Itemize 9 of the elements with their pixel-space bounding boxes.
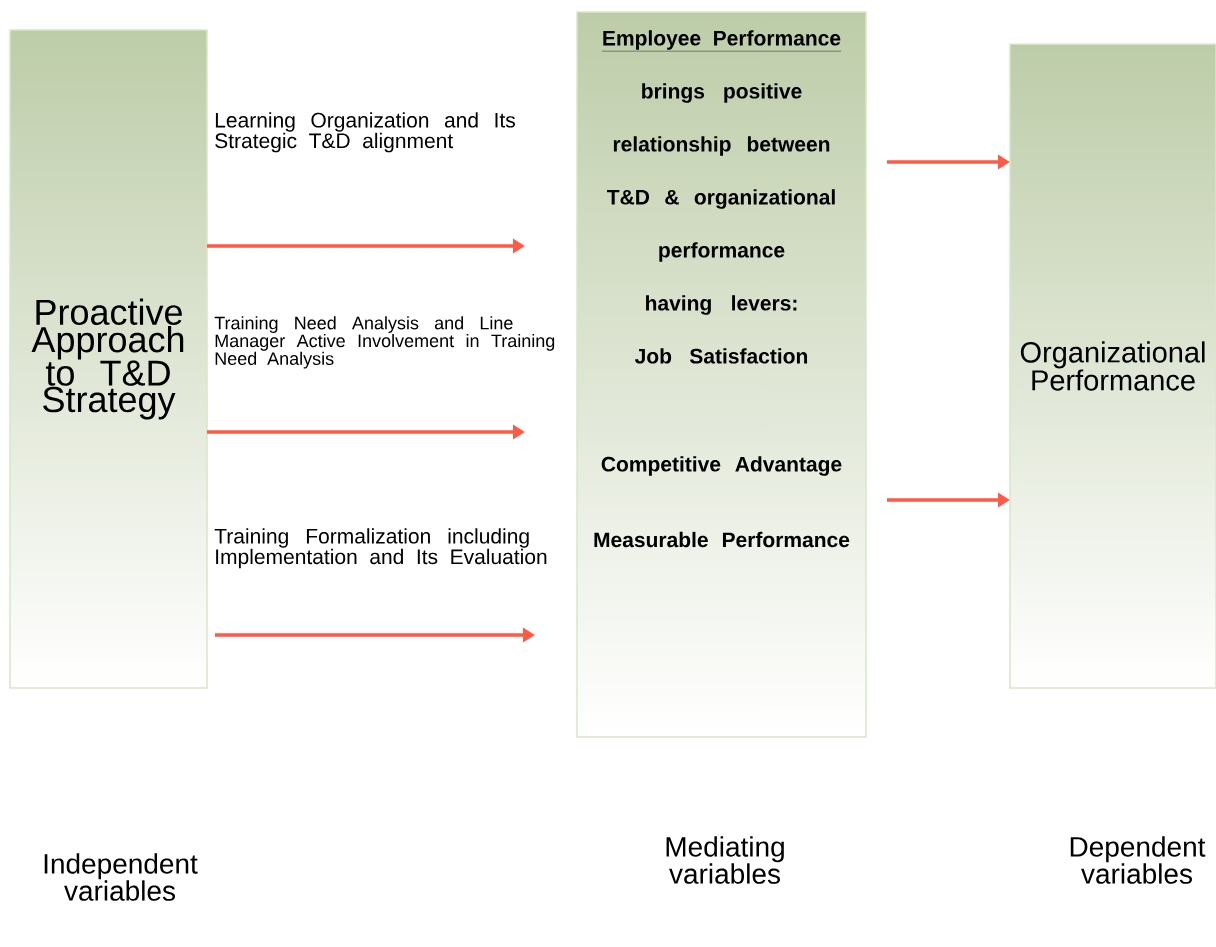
axis-caption: Mediating variables [666,836,784,884]
edge-label: Training Need Analysis and Line Manager Active Involvement in Training Need Analysis [214,316,555,369]
axis-caption: Independent variables [44,853,198,901]
edge-label: Learning Organization and Its Strategic T&D alignment [215,112,515,153]
variable-box: Proactive Approach to T&D Strategy [9,29,208,689]
variable-box: Organizational Performance [1009,43,1216,689]
mediator-box: Employee Performance brings positive relationship between T&D & organizational performance having levers: Job Satisfaction Competitive Advantage Measurable Performance [576,11,867,738]
edge-label: Training Formalization including Implementation and Its Evaluation [214,528,547,569]
axis-caption: Dependent variables [1070,836,1206,884]
